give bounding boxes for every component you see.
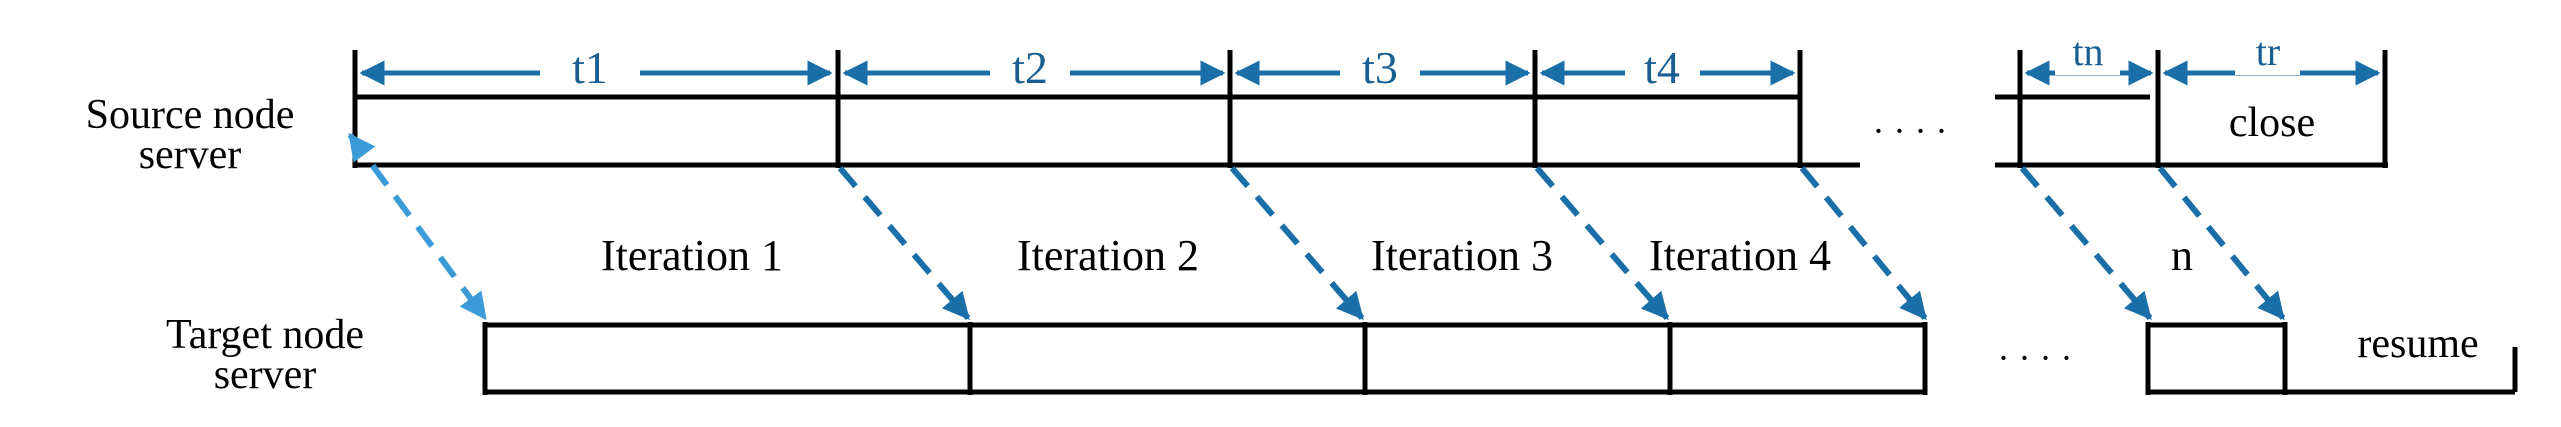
source-timeline xyxy=(352,50,2388,168)
target-label-line2: server xyxy=(214,352,317,398)
iteration-label-3: Iteration 3 xyxy=(1371,231,1553,280)
source-ellipsis: · · · · xyxy=(1873,111,1948,151)
interval-label-tr: tr xyxy=(2256,29,2280,74)
transfer-arrow-iteration-5 xyxy=(1799,166,1928,321)
transfer-arrow-iteration-1 xyxy=(347,132,488,321)
iteration-label-n: n xyxy=(2171,231,2193,280)
interval-label-tn: tn xyxy=(2072,29,2103,74)
iteration-label-2: Iteration 2 xyxy=(1017,231,1199,280)
interval-labels: t1 t2 t3 t4 tn tr xyxy=(540,29,2300,93)
target-timeline xyxy=(482,322,2518,395)
transfer-arrows xyxy=(347,132,2286,321)
target-label-line1: Target node xyxy=(166,312,364,358)
transfer-arrow-iteration-n xyxy=(2019,166,2153,321)
interval-label-t3: t3 xyxy=(1362,42,1398,93)
transfer-arrow-iteration-3 xyxy=(1229,166,1365,321)
iteration-label-1: Iteration 1 xyxy=(601,231,783,280)
transfer-arrow-final xyxy=(2157,166,2286,321)
interval-label-t1: t1 xyxy=(572,42,608,93)
transfer-arrow-iteration-2 xyxy=(837,166,971,321)
source-label-line2: server xyxy=(139,132,242,178)
close-label: close xyxy=(2229,100,2315,146)
interval-label-t4: t4 xyxy=(1644,42,1680,93)
source-label-line1: Source node xyxy=(86,92,295,138)
transfer-arrow-iteration-4 xyxy=(1534,166,1670,321)
resume-label: resume xyxy=(2357,321,2478,367)
interval-label-t2: t2 xyxy=(1012,42,1048,93)
target-ellipsis: · · · · xyxy=(1998,338,2073,378)
iteration-label-4: Iteration 4 xyxy=(1649,231,1831,280)
